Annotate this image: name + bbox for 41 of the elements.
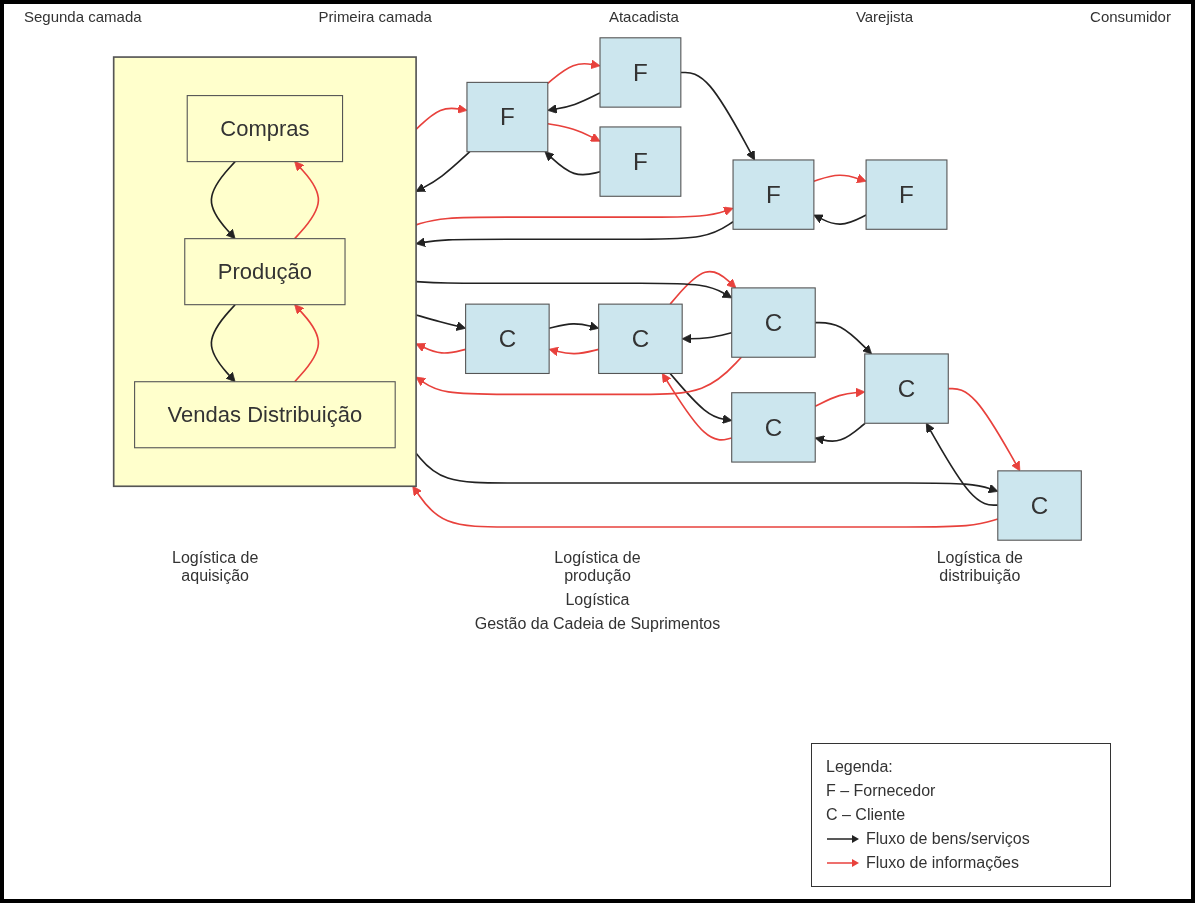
- arrow: [547, 92, 601, 114]
- legend-text: Fluxo de bens/serviços: [866, 830, 1030, 848]
- stage-label: Logística de distribuição: [935, 549, 1024, 585]
- legend-text: F – Fornecedor: [826, 782, 936, 800]
- arrow: [210, 160, 236, 240]
- span-label: Logística: [564, 591, 631, 609]
- node-box: C: [731, 287, 816, 358]
- legend-title: Legenda:: [826, 758, 894, 776]
- node-box: Compras: [186, 95, 344, 163]
- node-box: F: [865, 159, 948, 230]
- node-box: F: [732, 159, 815, 230]
- node-box: Produção: [184, 238, 346, 306]
- tier-label: Primeira camada: [318, 8, 432, 25]
- arrow: [293, 161, 320, 240]
- node-box: F: [599, 37, 682, 108]
- node-box: C: [864, 353, 949, 424]
- arrow: [210, 303, 236, 383]
- arrow: [544, 151, 601, 176]
- cluster: [112, 56, 417, 488]
- arrow: [546, 59, 601, 85]
- span-label: Gestão da Cadeia de Suprimentos: [473, 615, 722, 633]
- node-box: C: [598, 303, 683, 375]
- node-box: Vendas Distribuição: [134, 381, 396, 449]
- tier-label: Atacadista: [608, 8, 679, 25]
- tier-label: Segunda camada: [24, 8, 142, 25]
- node-box: F: [466, 81, 549, 153]
- arrow: [293, 304, 320, 383]
- arrow: [813, 214, 867, 225]
- legend-text: C – Cliente: [826, 806, 906, 824]
- node-box: C: [465, 303, 550, 375]
- node-box: F: [599, 126, 682, 197]
- arrow: [813, 173, 867, 184]
- stage-label: Logística de aquisição: [171, 549, 260, 585]
- arrow: [680, 71, 756, 161]
- tier-label: Varejista: [855, 8, 914, 25]
- legend-text: Fluxo de informações: [866, 854, 1019, 872]
- tier-label: Consumidor: [1090, 8, 1171, 25]
- node-box: C: [731, 392, 816, 463]
- arrow: [669, 270, 737, 305]
- stage-label: Logística de produção: [553, 549, 642, 585]
- node-box: C: [997, 470, 1082, 541]
